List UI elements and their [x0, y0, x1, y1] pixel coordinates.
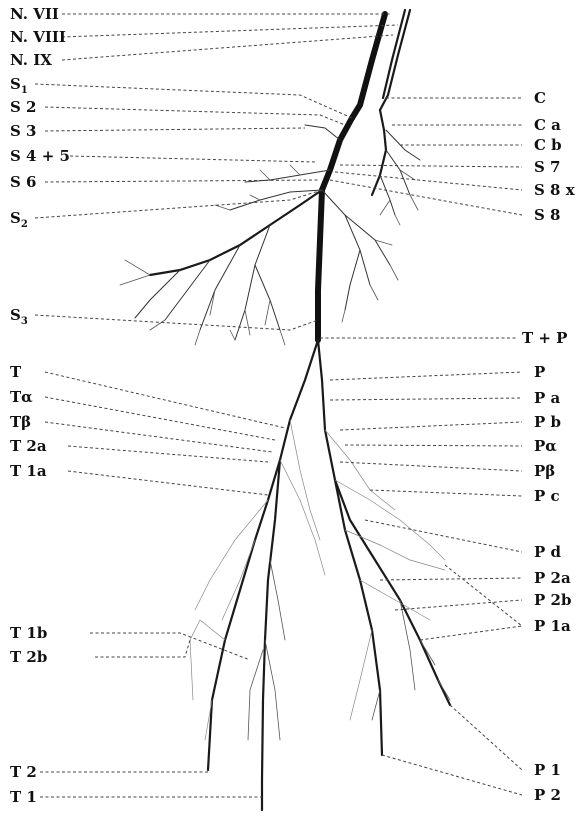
label-tp: T + P [522, 329, 567, 347]
label-ca: C a [534, 116, 561, 134]
label-pa: P a [534, 389, 561, 407]
label-s45: S 4 + 5 [10, 147, 70, 165]
label-t1b: T 1b [10, 624, 47, 642]
label-n8: N. VIII [10, 28, 66, 46]
label-s2: S 2 [10, 98, 37, 116]
label-s3: S 3 [10, 122, 37, 140]
label-p: P [534, 363, 545, 381]
label-n9: N. IX [10, 51, 52, 69]
label-s8: S 8 [534, 206, 561, 224]
label-t-beta: Tβ [10, 413, 31, 431]
label-p2a: P 2a [534, 569, 571, 587]
label-s6: S 6 [10, 173, 37, 191]
labels-left: N. VII N. VIII N. IX S1 S 2 S 3 S 4 + 5 … [10, 5, 70, 806]
label-s7: S 7 [534, 158, 561, 176]
label-pc: P c [534, 487, 560, 505]
trunk-s2 [150, 190, 322, 275]
label-t: T [10, 363, 22, 381]
label-t2: T 2 [10, 763, 37, 781]
label-p-alpha: Pα [534, 437, 557, 455]
label-pd: P d [534, 543, 562, 561]
label-s3-lower: S3 [10, 306, 28, 327]
label-t2a: T 2a [10, 437, 47, 455]
label-t2b: T 2b [10, 648, 47, 666]
label-s2-lower: S2 [10, 209, 28, 230]
label-p1a: P 1a [534, 617, 571, 635]
fine-branches [120, 125, 450, 740]
label-t-alpha: Tα [10, 388, 33, 406]
trunk-n7 [352, 14, 385, 118]
nerve-trunks [150, 10, 450, 810]
label-c: C [534, 89, 546, 107]
label-t1: T 1 [10, 788, 37, 806]
trunk-p [318, 340, 382, 755]
label-p-beta: Pβ [534, 462, 555, 480]
label-p2b: P 2b [534, 591, 571, 609]
label-s8x: S 8 x [534, 181, 576, 199]
label-pb: P b [534, 413, 561, 431]
label-t1a: T 1a [10, 462, 47, 480]
label-cb: C b [534, 136, 562, 154]
leader-lines [35, 14, 522, 797]
label-s1: S1 [10, 75, 28, 96]
labels-right: C C a C b S 7 S 8 x S 8 T + P P P a P b … [522, 89, 576, 804]
label-n7: N. VII [10, 5, 59, 23]
trunk-p1 [335, 480, 450, 705]
label-p2: P 2 [534, 786, 561, 804]
trunk-c [372, 110, 386, 195]
trunk-main [318, 190, 322, 340]
label-p1: P 1 [534, 761, 561, 779]
trunk-n9 [383, 10, 405, 98]
